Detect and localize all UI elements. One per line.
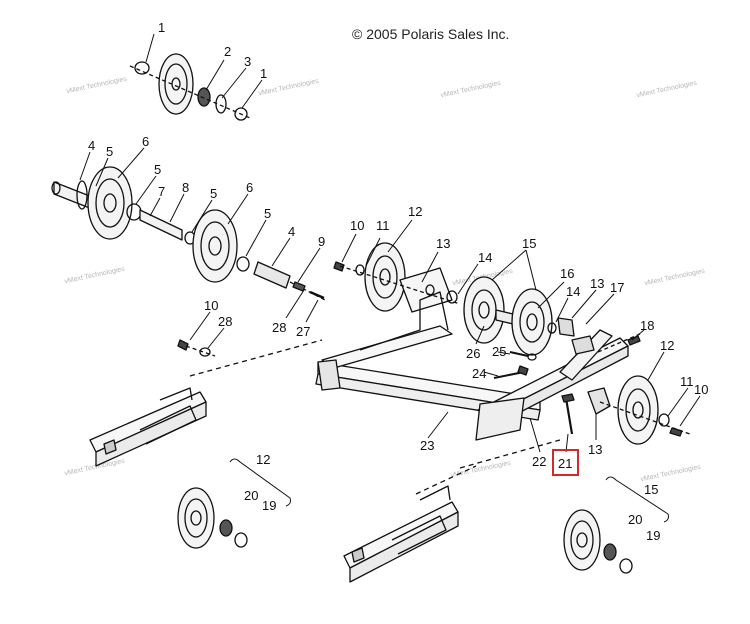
part-label-28: 28 <box>218 314 232 329</box>
part-label-28: 28 <box>272 320 286 335</box>
part-label-6: 6 <box>142 134 149 149</box>
part-label-20: 20 <box>628 512 642 527</box>
upper-wheel-assembly <box>333 242 461 313</box>
part-label-19: 19 <box>262 498 276 513</box>
part-label-1: 1 <box>260 66 267 81</box>
lower-right-wheel-assembly <box>563 476 669 574</box>
middle-wheel-assembly <box>446 276 575 356</box>
part-label-26: 26 <box>466 346 480 361</box>
part-label-14: 14 <box>566 284 580 299</box>
part-label-5: 5 <box>106 144 113 159</box>
part-label-23: 23 <box>420 438 434 453</box>
part-21-bolt <box>561 393 575 435</box>
part-label-25: 25 <box>492 344 506 359</box>
part-label-19: 19 <box>646 528 660 543</box>
part-label-13: 13 <box>590 276 604 291</box>
part-label-2: 2 <box>224 44 231 59</box>
highlight-box-part-21 <box>552 449 579 476</box>
part-label-12: 12 <box>660 338 674 353</box>
part-label-5: 5 <box>210 186 217 201</box>
center-bolts <box>493 351 537 379</box>
part-label-5: 5 <box>154 162 161 177</box>
part-label-4: 4 <box>88 138 95 153</box>
part-label-10: 10 <box>204 298 218 313</box>
part-label-12: 12 <box>408 204 422 219</box>
part-label-16: 16 <box>560 266 574 281</box>
slide-frame <box>189 291 641 495</box>
part-label-14: 14 <box>478 250 492 265</box>
right-wheel-assembly <box>587 375 691 445</box>
part-label-12: 12 <box>256 452 270 467</box>
part-label-17: 17 <box>610 280 624 295</box>
part-label-9: 9 <box>318 234 325 249</box>
part-label-8: 8 <box>182 180 189 195</box>
part-label-10: 10 <box>694 382 708 397</box>
part-label-7: 7 <box>158 184 165 199</box>
part-label-11: 11 <box>680 374 694 389</box>
part-label-1: 1 <box>158 20 165 35</box>
part-label-5: 5 <box>264 206 271 221</box>
part-label-24: 24 <box>472 366 486 381</box>
part-label-3: 3 <box>244 54 251 69</box>
part-label-15: 15 <box>522 236 536 251</box>
left-rail <box>89 387 207 467</box>
part-label-10: 10 <box>350 218 364 233</box>
part-label-27: 27 <box>296 324 310 339</box>
top-wheel-assembly <box>129 53 251 121</box>
axle-wheel-assembly <box>51 166 326 301</box>
part-label-20: 20 <box>244 488 258 503</box>
part-label-15: 15 <box>644 482 658 497</box>
part-label-22: 22 <box>532 454 546 469</box>
part-label-18: 18 <box>640 318 654 333</box>
part-label-13: 13 <box>588 442 602 457</box>
part-label-21: 21 <box>558 456 572 471</box>
left-bolt-assembly <box>177 339 216 357</box>
copyright-notice: © 2005 Polaris Sales Inc. <box>352 26 510 42</box>
center-rail <box>343 485 459 583</box>
lower-left-wheel-assembly <box>177 458 291 549</box>
part-label-6: 6 <box>246 180 253 195</box>
part-label-11: 11 <box>376 218 390 233</box>
part-label-13: 13 <box>436 236 450 251</box>
part-number-labels: 1 2 3 1 4 5 6 5 7 8 5 6 5 4 9 10 11 12 1… <box>88 20 708 543</box>
part-label-4: 4 <box>288 224 295 239</box>
